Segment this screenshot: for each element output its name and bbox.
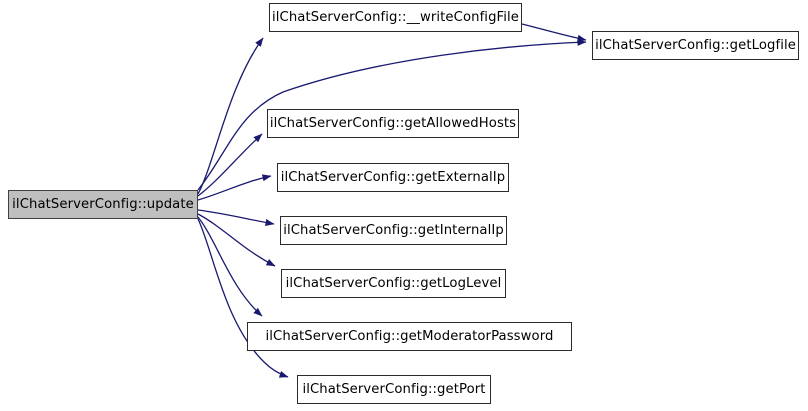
graph-node-label: ilChatServerConfig::getAllowedHosts [269,115,517,131]
graph-edge-update-to-getLogfile [197,38,587,191]
graph-node-label: ilChatServerConfig::getLogfile [595,37,796,53]
graph-edge-writeConfigFile-to-getLogfile [521,23,587,42]
graph-node-label: ilChatServerConfig::update [12,196,194,212]
graph-edge-update-to-getModeratorPassword [197,216,263,317]
graph-node-label: ilChatServerConfig::getInternalIp [283,222,504,238]
graph-node-writeConfigFile[interactable]: ilChatServerConfig::__writeConfigFile [269,3,522,32]
graph-node-label: ilChatServerConfig::getModeratorPassword [265,328,554,344]
graph-node-getInternalIp[interactable]: ilChatServerConfig::getInternalIp [280,216,507,245]
graph-edge-update-to-getLogLevel [197,213,276,267]
graph-node-getLogLevel[interactable]: ilChatServerConfig::getLogLevel [281,269,506,298]
graph-edge-update-to-getPort [197,218,289,378]
graph-node-label: ilChatServerConfig::__writeConfigFile [272,9,520,25]
graph-edge-update-to-getAllowedHosts [197,133,263,197]
graph-edge-update-to-getInternalIp [197,209,275,226]
graph-node-update[interactable]: ilChatServerConfig::update [8,190,198,219]
graph-node-getPort[interactable]: ilChatServerConfig::getPort [297,375,491,404]
graph-node-getExternalIp[interactable]: ilChatServerConfig::getExternalIp [277,163,509,192]
graph-node-label: ilChatServerConfig::getExternalIp [280,169,506,185]
graph-edge-update-to-writeConfigFile [197,37,264,195]
graph-node-getLogfile[interactable]: ilChatServerConfig::getLogfile [592,31,799,60]
graph-edge-update-to-getExternalIp [197,174,272,201]
graph-node-getModeratorPassword[interactable]: ilChatServerConfig::getModeratorPassword [247,322,572,351]
graph-node-label: ilChatServerConfig::getPort [302,381,486,397]
graph-node-label: ilChatServerConfig::getLogLevel [285,275,502,291]
graph-node-getAllowedHosts[interactable]: ilChatServerConfig::getAllowedHosts [267,109,519,138]
